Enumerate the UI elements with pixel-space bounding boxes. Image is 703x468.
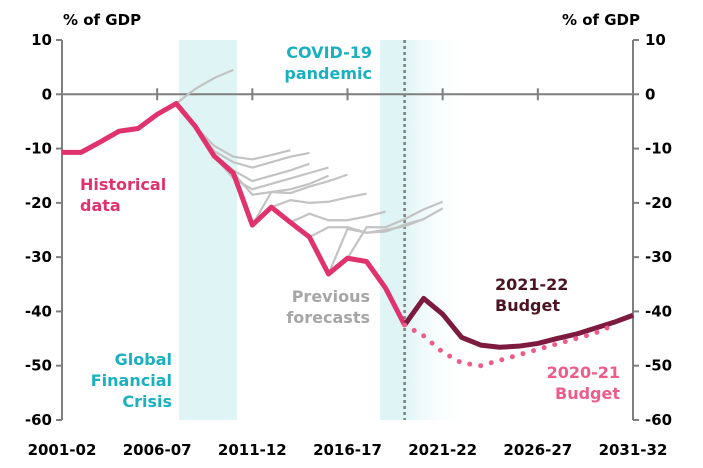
annotation-2020-21-budget: 2020-21	[547, 363, 620, 382]
series-historical-data	[62, 101, 407, 327]
y-tick-label-left: 10	[31, 31, 52, 49]
annotation-2021-22-budget: 2021-22	[495, 275, 568, 294]
y-tick-label-left: -50	[25, 357, 52, 375]
previous-forecast-line	[346, 200, 444, 259]
y-tick-label-right: 0	[645, 85, 655, 103]
y-tick-label-left: 0	[42, 85, 52, 103]
annotation-historical-data: data	[80, 196, 121, 215]
y-tick-label-right: 10	[645, 31, 666, 49]
previous-forecast-line	[270, 192, 367, 209]
y-tick-label-left: -20	[25, 194, 52, 212]
annotation-gfc: Financial	[91, 371, 172, 390]
y-tick-label-right: -30	[645, 248, 672, 266]
shaded-period	[179, 40, 238, 420]
x-tick-label: 2016-17	[313, 441, 382, 459]
y-axis-label-right: % of GDP	[562, 11, 640, 29]
y-tick-label-right: -50	[645, 357, 672, 375]
y-tick-label-left: -40	[25, 302, 52, 320]
previous-forecast-line	[194, 125, 291, 161]
series-2020-21-budget	[402, 322, 617, 369]
previous-forecast-line	[232, 172, 329, 196]
x-tick-label: 2031-32	[599, 441, 668, 459]
y-tick-label-right: -40	[645, 302, 672, 320]
previous-forecast-line	[175, 68, 234, 105]
annotation-covid: COVID-19	[286, 43, 372, 62]
y-tick-label-left: -10	[25, 140, 52, 158]
y-tick-label-left: -30	[25, 248, 52, 266]
y-axis-label-left: % of GDP	[63, 11, 141, 29]
y-tick-label-left: -60	[25, 411, 52, 429]
x-tick-label: 2001-02	[28, 441, 97, 459]
shaded-period	[379, 40, 472, 420]
series-2021-22-budget	[402, 295, 634, 350]
annotation-previous-forecasts: forecasts	[286, 308, 370, 327]
annotation-historical-data: Historical	[80, 175, 166, 194]
previous-forecast-line	[289, 210, 386, 224]
annotation-2021-22-budget: Budget	[495, 296, 560, 315]
previous-forecast-line	[194, 125, 310, 169]
x-tick-label: 2011-12	[218, 441, 287, 459]
x-tick-label: 2026-27	[503, 441, 572, 459]
x-tick-label: 2021-22	[408, 441, 477, 459]
y-tick-label-right: -60	[645, 411, 672, 429]
y-tick-label-right: -10	[645, 140, 672, 158]
annotation-gfc: Global	[115, 350, 172, 369]
y-tick-label-right: -20	[645, 194, 672, 212]
annotation-2020-21-budget: Budget	[555, 384, 620, 403]
annotation-gfc: Crisis	[122, 392, 172, 411]
previous-forecast-line	[327, 207, 444, 275]
annotation-previous-forecasts: Previous	[292, 287, 370, 306]
previous-forecast-line	[251, 173, 348, 226]
annotation-covid: pandemic	[284, 64, 372, 83]
x-tick-label: 2006-07	[123, 441, 192, 459]
